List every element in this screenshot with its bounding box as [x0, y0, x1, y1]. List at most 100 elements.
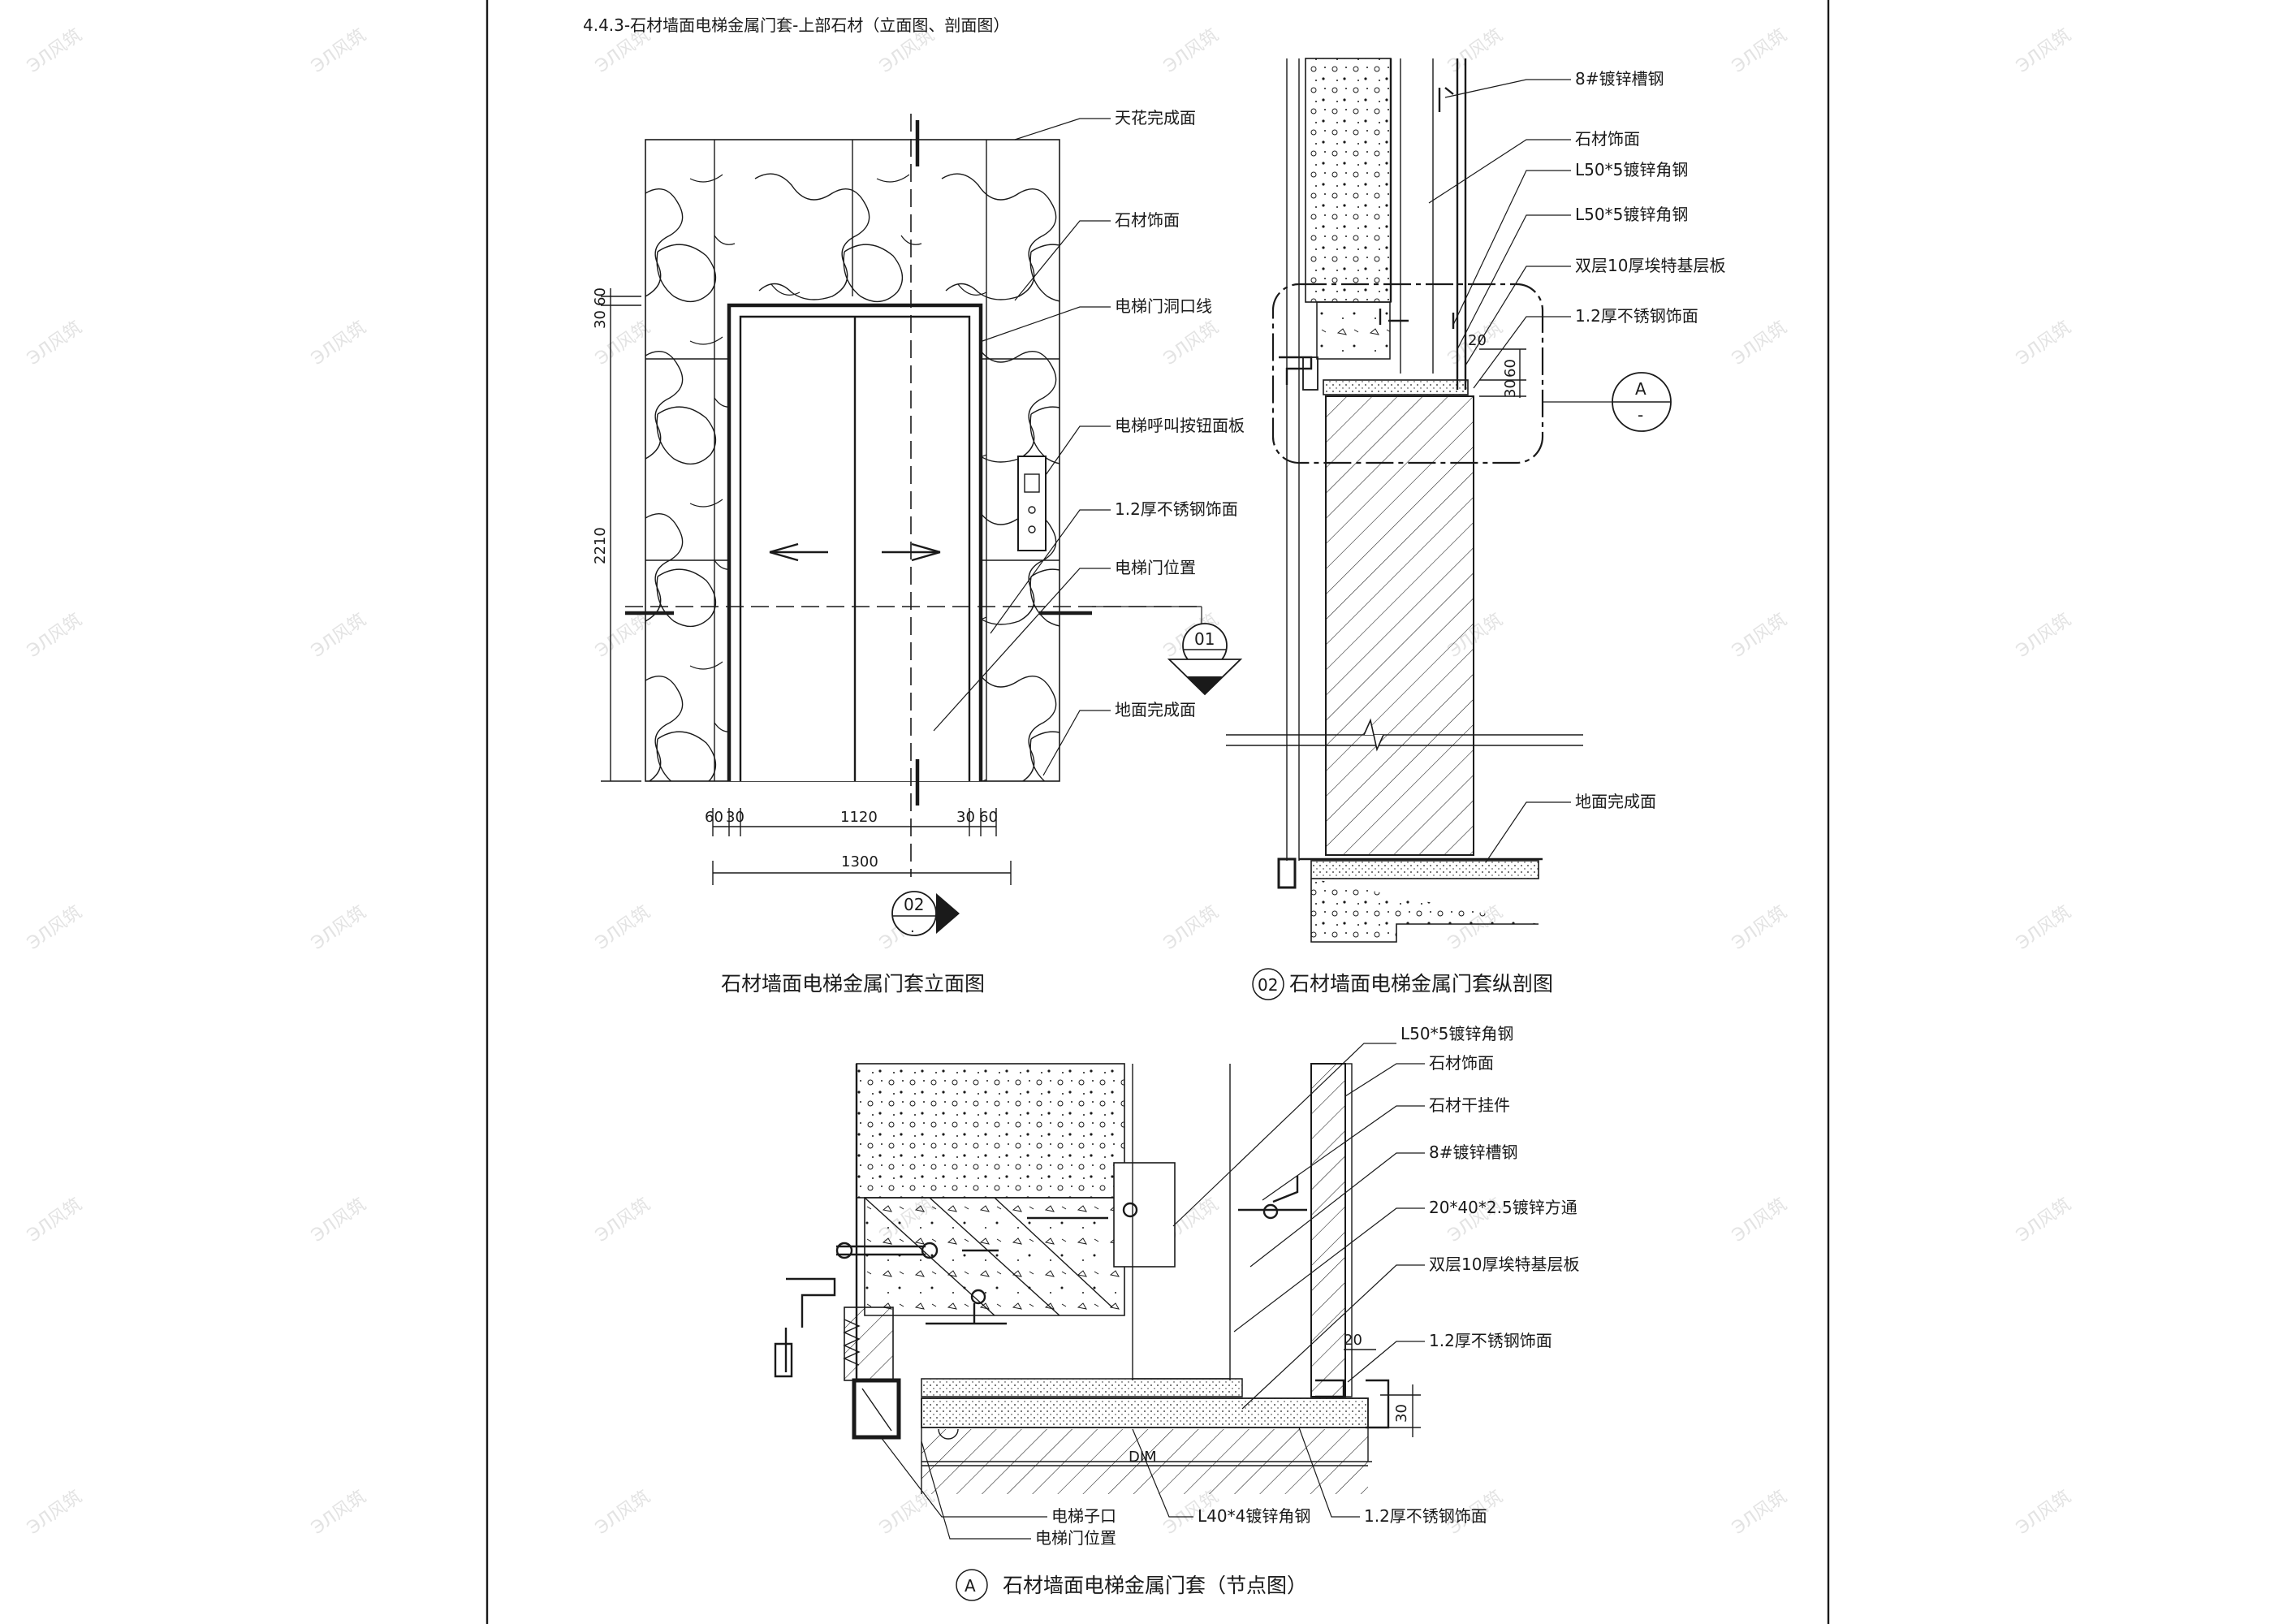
watermark-text: ЭЛ风筑 [308, 902, 370, 954]
elevation-drawing [625, 114, 1202, 877]
svg-text:20: 20 [1468, 332, 1487, 349]
label-floor-finish: 地面完成面 [1575, 792, 1656, 811]
svg-text:石材干挂件: 石材干挂件 [1429, 1095, 1510, 1115]
svg-text:8#镀锌槽钢: 8#镀锌槽钢 [1429, 1142, 1517, 1162]
watermark-text: ЭЛ风筑 [24, 317, 86, 369]
svg-text:1.2厚不锈钢饰面: 1.2厚不锈钢饰面 [1429, 1331, 1552, 1350]
watermark-text: ЭЛ风筑 [1728, 902, 1791, 954]
svg-text:石材墙面电梯金属门套纵剖图: 石材墙面电梯金属门套纵剖图 [1289, 972, 1553, 996]
watermark-text: ЭЛ风筑 [24, 1487, 86, 1539]
svg-text:2210: 2210 [592, 527, 609, 564]
svg-text:60: 60 [705, 809, 723, 826]
watermark-text: ЭЛ风筑 [1160, 25, 1223, 77]
label-base-board: 双层10厚埃特基层板 [1575, 256, 1725, 275]
watermark-text: ЭЛ风筑 [2013, 1487, 2075, 1539]
svg-text:电梯门位置: 电梯门位置 [1035, 1528, 1116, 1548]
door-head-hatch [1325, 395, 1474, 856]
watermark-text: ЭЛ风筑 [592, 610, 654, 662]
section-caption: 02 石材墙面电梯金属门套纵剖图 [1252, 968, 1553, 1000]
svg-text:60: 60 [1502, 359, 1519, 378]
svg-text:L50*5镀锌角钢: L50*5镀锌角钢 [1400, 1024, 1513, 1043]
watermark-text: ЭЛ风筑 [1728, 1487, 1791, 1539]
watermark-text: ЭЛ风筑 [24, 25, 86, 77]
svg-text:30: 30 [1502, 379, 1519, 398]
detail-stone-panel [1310, 1063, 1346, 1397]
svg-text:DIM: DIM [1129, 1449, 1157, 1466]
svg-text:L40*4镀锌角钢: L40*4镀锌角钢 [1198, 1506, 1310, 1526]
detail-callout-outline [1271, 283, 1544, 464]
svg-text:02: 02 [904, 895, 924, 914]
door-frame-outer [727, 303, 983, 781]
svg-text:30: 30 [1393, 1404, 1410, 1423]
label-angle-steel-2: L50*5镀锌角钢 [1575, 205, 1688, 224]
section-labels: 8#镀锌槽钢 石材饰面 L50*5镀锌角钢 L50*5镀锌角钢 双层10厚埃特基… [1428, 69, 1725, 863]
watermark-text: ЭЛ风筑 [2013, 1194, 2075, 1246]
watermark-text: ЭЛ风筑 [308, 610, 370, 662]
svg-text:02: 02 [1258, 975, 1278, 995]
label-call-panel: 电梯呼叫按钮面板 [1115, 416, 1245, 435]
watermark-text: ЭЛ风筑 [592, 1487, 654, 1539]
detail-concrete-wall [856, 1063, 1125, 1199]
label-stainless: 1.2厚不锈钢饰面 [1115, 499, 1238, 519]
section-dimensions: 20 30 60 [1468, 332, 1526, 398]
label-ceiling: 天花完成面 [1115, 108, 1196, 127]
detail-caption: A 石材墙面电梯金属门套（节点图） [956, 1569, 1307, 1601]
svg-text:石材墙面电梯金属门套（节点图）: 石材墙面电梯金属门套（节点图） [1003, 1574, 1307, 1597]
watermark-text: ЭЛ风筑 [1728, 610, 1791, 662]
watermark-text: ЭЛ风筑 [876, 1487, 939, 1539]
detail-labels-bottom: 电梯子口 电梯门位置 L40*4镀锌角钢 1.2厚不锈钢饰面 [880, 1427, 1487, 1548]
label-channel-steel: 8#镀锌槽钢 [1575, 69, 1664, 89]
watermark-text: ЭЛ风筑 [592, 902, 654, 954]
watermark-text: ЭЛ风筑 [1728, 1194, 1791, 1246]
watermark-text: ЭЛ风筑 [308, 25, 370, 77]
watermark-text: ЭЛ风筑 [1160, 317, 1223, 369]
label-stone: 石材饰面 [1115, 210, 1180, 230]
watermark-text: ЭЛ风筑 [1728, 25, 1791, 77]
watermark-text: ЭЛ风筑 [2013, 25, 2075, 77]
svg-text:01: 01 [1194, 629, 1215, 649]
svg-text:A: A [1635, 379, 1646, 399]
embedded-concrete-block [1316, 301, 1391, 360]
watermark-text: ЭЛ风筑 [592, 1194, 654, 1246]
elevation-labels: 天花完成面 石材饰面 电梯门洞口线 电梯呼叫按钮面板 1.2厚不锈钢饰面 电梯门… [933, 108, 1245, 776]
svg-text:1.2厚不锈钢饰面: 1.2厚不锈钢饰面 [1364, 1506, 1487, 1526]
concrete-wall-upper [1305, 58, 1392, 303]
svg-text:-: - [1638, 405, 1643, 425]
svg-text:20*40*2.5镀锌方通: 20*40*2.5镀锌方通 [1429, 1198, 1577, 1217]
label-door-position: 电梯门位置 [1115, 558, 1196, 577]
svg-text:石材饰面: 石材饰面 [1429, 1053, 1494, 1073]
watermark-text: ЭЛ风筑 [308, 317, 370, 369]
detail-floor-finish [921, 1397, 1369, 1428]
svg-text:.: . [910, 919, 915, 936]
section-marker-01: 01 [1167, 623, 1243, 696]
detail-drawing: 20 30 DIM [774, 1063, 1421, 1494]
label-stone-finish: 石材饰面 [1575, 129, 1640, 149]
watermark-text: ЭЛ风筑 [1728, 317, 1791, 369]
watermark-text: ЭЛ风筑 [24, 610, 86, 662]
svg-text:30: 30 [592, 310, 609, 329]
svg-text:30: 30 [956, 809, 975, 826]
svg-text:1120: 1120 [840, 809, 878, 826]
label-angle-steel-1: L50*5镀锌角钢 [1575, 160, 1688, 179]
watermark-text: ЭЛ风筑 [2013, 902, 2075, 954]
floor-slab [1310, 879, 1539, 943]
elevation-dimensions: 60 30 1120 30 60 1300 2210 30 60 [592, 287, 1012, 885]
watermark-text: ЭЛ风筑 [308, 1194, 370, 1246]
call-button-panel [1017, 456, 1047, 551]
svg-text:A: A [965, 1576, 976, 1596]
svg-text:双层10厚埃特基层板: 双层10厚埃特基层板 [1429, 1255, 1579, 1274]
label-door-opening: 电梯门洞口线 [1115, 296, 1212, 316]
watermark-text: ЭЛ风筑 [1444, 25, 1507, 77]
svg-text:30: 30 [726, 809, 744, 826]
svg-text:1300: 1300 [841, 853, 878, 870]
watermark-text: ЭЛ风筑 [308, 1487, 370, 1539]
section-drawing [1226, 58, 1583, 943]
watermark-text: ЭЛ风筑 [2013, 610, 2075, 662]
svg-text:60: 60 [592, 287, 609, 306]
label-stainless: 1.2厚不锈钢饰面 [1575, 306, 1698, 326]
section-marker-02: 02 . [891, 891, 960, 936]
sheet-title: 4.4.3-石材墙面电梯金属门套-上部石材（立面图、剖面图） [583, 15, 1009, 35]
watermark-text: ЭЛ风筑 [2013, 317, 2075, 369]
detail-marker-a: A - [1543, 372, 1672, 432]
